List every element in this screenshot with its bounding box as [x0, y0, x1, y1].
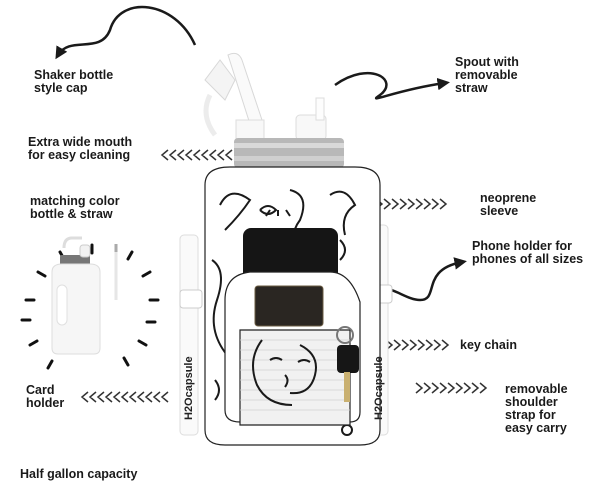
matching-bottle-image: [51, 236, 118, 355]
strap-brand-left: H2Ocapsule: [183, 356, 195, 420]
label-matching: matching color bottle & straw: [30, 195, 120, 221]
label-phone-holder: Phone holder for phones of all sizes: [472, 240, 583, 266]
label-neoprene: neoprene sleeve: [480, 192, 536, 218]
label-shaker-cap: Shaker bottle style cap: [34, 69, 113, 95]
label-line: removable: [455, 68, 518, 82]
strap-brand-right: H2Ocapsule: [373, 356, 385, 420]
label-key-chain: key chain: [460, 339, 517, 352]
label-line: bottle & straw: [30, 207, 113, 221]
label-line: easy carry: [505, 421, 567, 435]
chevrons-card-holder: [80, 391, 169, 403]
label-line: neoprene: [480, 191, 537, 205]
label-capacity: Half gallon capacity: [20, 468, 137, 481]
main-bottle-image: H2Ocapsule H2Ocapsule: [179, 52, 393, 446]
label-line: Shaker bottle: [34, 68, 114, 82]
label-line: matching color: [30, 194, 120, 208]
label-line: phones of all sizes: [472, 252, 584, 266]
label-line: sleeve: [480, 204, 519, 218]
label-line: holder: [26, 396, 65, 410]
label-line: shoulder: [505, 395, 558, 409]
label-line: removable: [505, 382, 568, 396]
label-line: straw: [455, 81, 488, 95]
chevrons-shoulder-strap: [415, 382, 488, 394]
label-line: Phone holder for: [472, 239, 572, 253]
label-wide-mouth: Extra wide mouth for easy cleaning: [28, 136, 132, 162]
chevrons-neoprene: [375, 198, 448, 210]
label-shoulder-strap: removable shoulder strap for easy carry: [505, 383, 568, 435]
label-line: style cap: [34, 81, 88, 95]
chevrons-wide-mouth: [160, 149, 233, 161]
label-line: Extra wide mouth: [28, 135, 133, 149]
label-line: Half gallon capacity: [20, 467, 138, 481]
label-card-holder: Card holder: [26, 384, 64, 410]
label-line: Spout with: [455, 55, 519, 69]
label-line: for easy cleaning: [28, 148, 131, 162]
label-line: key chain: [460, 338, 517, 352]
sunburst: [20, 243, 160, 370]
arrow-spout: [334, 71, 450, 100]
label-spout: Spout with removable straw: [455, 56, 519, 95]
label-line: Card: [26, 383, 55, 397]
label-line: strap for: [505, 408, 556, 422]
arrow-cap: [55, 5, 197, 60]
